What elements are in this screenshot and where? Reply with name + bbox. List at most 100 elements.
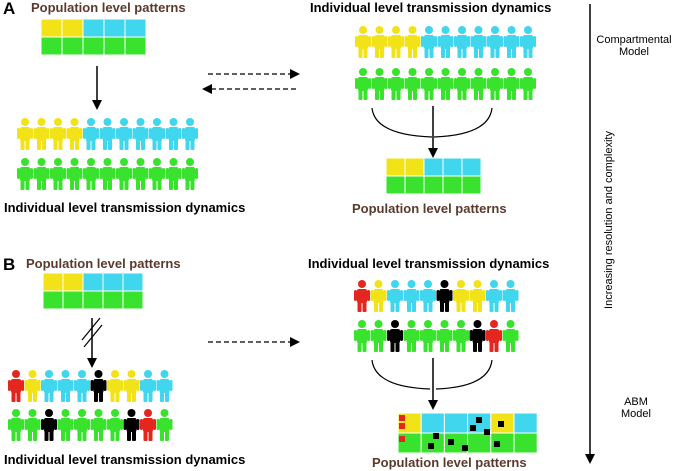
row-a-left-1-person-9 bbox=[149, 118, 165, 150]
panel-a-individual-title-left: Individual level transmission dynamics bbox=[4, 200, 246, 215]
row-b-right-2-person-2 bbox=[370, 320, 387, 352]
grid-b-top-left-cell bbox=[82, 290, 104, 310]
converge-right-a bbox=[433, 107, 493, 138]
figures-layer bbox=[8, 26, 536, 441]
row-b-left-1-person-2 bbox=[24, 370, 41, 402]
row-b-left-1-person-6 bbox=[90, 370, 107, 402]
row-a-right-2-person-4 bbox=[404, 68, 421, 100]
abm-line2: Model bbox=[621, 408, 651, 420]
grid-b-bottom-right-marker bbox=[448, 439, 454, 445]
panel-a-individual-title-right: Individual level transmission dynamics bbox=[310, 0, 552, 15]
panel-a-population-title-right: Population level patterns bbox=[352, 201, 507, 216]
converge-left-a bbox=[371, 107, 433, 138]
row-b-right-1-person-1 bbox=[354, 280, 370, 312]
row-b-right-1-person-8 bbox=[469, 280, 486, 312]
grid-b-top-left bbox=[42, 272, 144, 310]
grid-b-bottom-right-marker bbox=[433, 433, 439, 439]
row-a-left-2-person-1 bbox=[17, 158, 33, 190]
grid-b-top-left-cell bbox=[102, 290, 124, 310]
row-b-left-1-person-8 bbox=[123, 370, 140, 402]
grid-a-top-left-cell bbox=[103, 36, 126, 56]
grid-b-bottom-right-marker bbox=[399, 423, 405, 429]
grid-a-bottom-right-cell bbox=[442, 175, 463, 195]
converge-right-b bbox=[435, 359, 493, 390]
row-b-right-2-person-8 bbox=[469, 320, 486, 352]
panel-b-population-title-left: Population level patterns bbox=[26, 256, 181, 271]
grid-b-top-left-cell bbox=[122, 272, 144, 292]
row-b-right-1-person-5 bbox=[420, 280, 436, 312]
grid-a-bottom-right-cell bbox=[404, 157, 425, 177]
row-b-left-2-person-10 bbox=[156, 409, 173, 441]
row-b-left-1-person-10 bbox=[156, 370, 173, 402]
row-a-right-1-person-9 bbox=[487, 26, 503, 58]
row-b-right-1-person-3 bbox=[387, 280, 403, 312]
row-a-right-2-person-10 bbox=[503, 68, 520, 100]
grid-b-bottom-right-marker bbox=[494, 441, 500, 447]
row-a-left-1-person-6 bbox=[99, 118, 116, 150]
grid-a-bottom-right-cell bbox=[442, 157, 463, 177]
row-a-left-1-person-2 bbox=[33, 118, 50, 150]
row-b-right-2-person-9 bbox=[486, 320, 502, 352]
row-b-left-1-person-7 bbox=[107, 370, 123, 402]
row-a-left-2-person-6 bbox=[99, 158, 116, 190]
grid-a-bottom-right-cell bbox=[461, 175, 482, 195]
compartmental-line2: Model bbox=[619, 46, 649, 58]
compartmental-line1: Compartmental bbox=[596, 34, 672, 46]
grid-b-bottom-right-marker bbox=[498, 421, 504, 427]
converge-left-b bbox=[371, 359, 431, 390]
row-a-left-2-person-2 bbox=[33, 158, 50, 190]
row-b-right-2-person-1 bbox=[354, 320, 370, 352]
grid-b-top-left-cell bbox=[42, 290, 64, 310]
row-a-right-2-person-6 bbox=[437, 68, 454, 100]
grid-b-top-left-cell bbox=[62, 272, 84, 292]
row-a-left-1-person-1 bbox=[17, 118, 33, 150]
row-a-right-1-person-10 bbox=[503, 26, 520, 58]
row-a-left-2-person-4 bbox=[66, 158, 83, 190]
grid-a-top-left bbox=[40, 18, 147, 56]
row-a-right-2-person-9 bbox=[487, 68, 503, 100]
row-b-right-2-person-6 bbox=[436, 320, 453, 352]
row-b-left-2-person-8 bbox=[123, 409, 140, 441]
panel-b-population-title-right: Population level patterns bbox=[372, 455, 527, 470]
row-a-right-1-person-8 bbox=[470, 26, 487, 58]
grid-b-bottom-right-marker bbox=[399, 415, 405, 421]
row-a-left-1-person-3 bbox=[50, 118, 66, 150]
row-a-right-2-person-7 bbox=[454, 68, 470, 100]
row-a-left-2-person-8 bbox=[132, 158, 149, 190]
row-b-right-2-person-10 bbox=[502, 320, 519, 352]
row-a-left-1-person-10 bbox=[165, 118, 182, 150]
row-a-right-1-person-11 bbox=[520, 26, 536, 58]
grid-b-bottom-right-cell bbox=[513, 432, 538, 454]
row-a-left-1-person-8 bbox=[132, 118, 149, 150]
panel-a-population-title-left: Population level patterns bbox=[31, 0, 186, 15]
grid-a-bottom-right-cell bbox=[423, 157, 444, 177]
grid-a-top-left-cell bbox=[61, 18, 84, 38]
row-b-right-2-person-4 bbox=[403, 320, 420, 352]
grid-a-top-left-cell bbox=[40, 36, 63, 56]
grid-b-bottom-right-marker bbox=[484, 429, 490, 435]
row-a-right-1-person-1 bbox=[355, 26, 371, 58]
row-a-right-2-person-3 bbox=[388, 68, 404, 100]
row-a-left-1-person-11 bbox=[182, 118, 198, 150]
grid-a-top-left-cell bbox=[61, 36, 84, 56]
grid-b-bottom-right-cell bbox=[443, 412, 469, 434]
row-b-left-2-person-7 bbox=[107, 409, 123, 441]
compartmental-model-label: Compartmental Model bbox=[590, 34, 678, 58]
row-b-right-1-person-6 bbox=[436, 280, 453, 312]
panel-a-label: A bbox=[3, 0, 16, 18]
grid-a-bottom-right-cell bbox=[461, 157, 482, 177]
grid-b-top-left-cell bbox=[82, 272, 104, 292]
row-b-left-1-person-4 bbox=[57, 370, 74, 402]
row-a-right-2-person-8 bbox=[470, 68, 487, 100]
row-b-left-2-person-5 bbox=[74, 409, 90, 441]
row-b-right-1-person-10 bbox=[502, 280, 519, 312]
strike-b-1 bbox=[81, 317, 101, 341]
row-b-left-2-person-4 bbox=[57, 409, 74, 441]
row-a-left-2-person-5 bbox=[83, 158, 99, 190]
row-b-left-1-person-3 bbox=[41, 370, 57, 402]
grid-b-bottom-right-cell bbox=[420, 412, 445, 434]
row-b-right-1-person-9 bbox=[486, 280, 502, 312]
grid-a-bottom-right-cell bbox=[404, 175, 425, 195]
grid-b-bottom-right-cell bbox=[467, 432, 492, 454]
